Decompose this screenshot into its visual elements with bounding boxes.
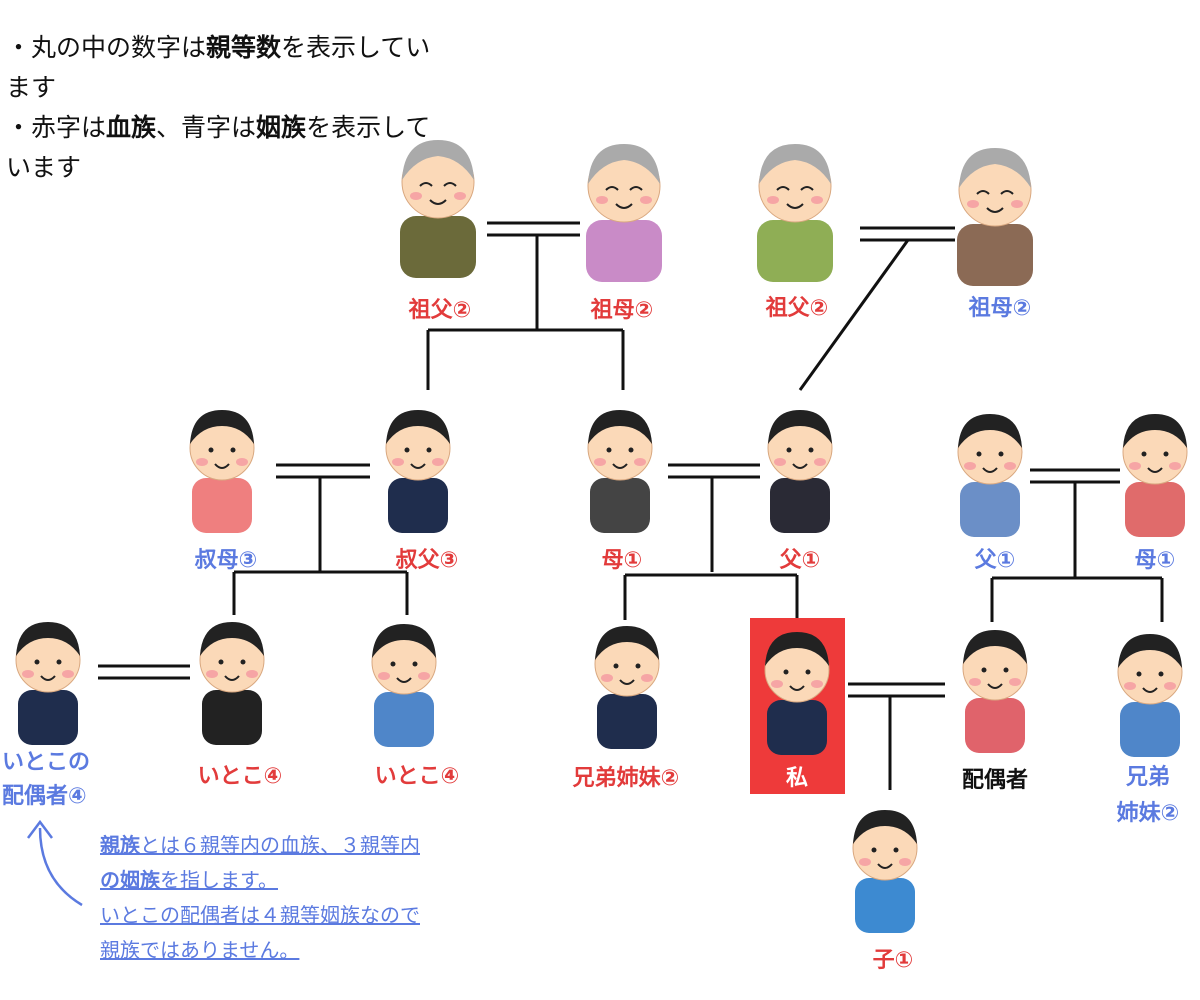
note-line2-bold1: 血族	[106, 113, 157, 142]
person-spouse	[962, 629, 1028, 754]
person-uncle	[385, 409, 451, 534]
person-mother-in-law	[1122, 413, 1188, 538]
bottom-note-bold1: 親族	[100, 833, 140, 857]
bottom-note-bold2: の姻族	[100, 868, 160, 892]
person-grandfather-paternal	[756, 143, 834, 283]
person-child	[852, 809, 918, 934]
person-sibling-in-law	[1117, 633, 1183, 758]
person-grandfather-maternal	[399, 139, 477, 279]
tree-lines	[98, 221, 1164, 790]
label-father: 父①	[779, 548, 821, 573]
note-line1-bold: 親等数	[206, 33, 282, 62]
legend-note: ・丸の中の数字は親等数を表示しています ・赤字は血族、青字は姻族を表示しています	[6, 28, 446, 188]
arrow-head-icon	[27, 819, 53, 839]
label-uncle: 叔父③	[395, 548, 459, 573]
label-cousin-spouse-line2: 配偶者④	[2, 784, 87, 809]
label-grandmother-paternal: 祖母②	[968, 296, 1032, 321]
note-line2-post: を表示しています	[6, 113, 431, 182]
person-grandmother-maternal	[585, 143, 663, 283]
label-mother: 母①	[601, 548, 643, 573]
label-grandfather-paternal: 祖父②	[765, 296, 829, 321]
label-father-in-law: 父①	[974, 548, 1016, 573]
kinship-definition-note: 親族とは６親等内の血族、３親等内 の姻族を指します。 いとこの配偶者は４親等姻族…	[100, 828, 520, 968]
bottom-note-l2: を指します。	[160, 868, 278, 892]
note-line1-pre: ・丸の中の数字は	[6, 33, 207, 62]
label-cousin-spouse: いとこの 配偶者④	[2, 746, 90, 814]
person-sibling	[594, 625, 660, 750]
label-spouse: 配偶者	[961, 768, 1029, 793]
person-father	[767, 409, 833, 534]
label-child: 子①	[872, 948, 914, 973]
person-mother	[587, 409, 653, 534]
label-cousin-female: いとこ④	[197, 764, 283, 789]
person-aunt	[189, 409, 255, 534]
note-line1-post: を表示しています	[6, 33, 431, 102]
label-mother-in-law: 母①	[1134, 548, 1176, 573]
person-cousin-spouse	[15, 621, 81, 746]
label-cousin-spouse-line1: いとこの	[2, 750, 91, 775]
bottom-note-l3: いとこの配偶者は４親等姻族なので	[100, 903, 420, 927]
person-cousin-male	[371, 623, 437, 748]
bottom-note-l1: とは６親等内の血族、３親等内	[140, 833, 420, 857]
label-aunt: 叔母③	[194, 548, 258, 573]
person-cousin-female	[199, 621, 265, 746]
bottom-note-l4: 親族ではありません。	[100, 938, 300, 962]
label-sibling-in-law: 兄弟 姉妹②	[1117, 760, 1180, 832]
person-father-in-law	[957, 413, 1023, 538]
label-sibling-in-law-line1: 兄弟	[1125, 765, 1171, 790]
label-sibling: 兄弟姉妹②	[572, 766, 680, 791]
label-me: 私	[785, 766, 809, 791]
label-sibling-in-law-line2: 姉妹②	[1116, 801, 1180, 826]
arrow-curve	[38, 827, 83, 907]
person-grandmother-paternal	[956, 147, 1034, 287]
person-me	[764, 631, 830, 756]
note-line2-mid: 、青字は	[156, 113, 257, 142]
label-cousin-male: いとこ④	[374, 764, 460, 789]
note-line2-pre: ・赤字は	[6, 113, 107, 142]
label-grandmother-maternal: 祖母②	[590, 298, 654, 323]
label-grandfather-maternal: 祖父②	[408, 298, 472, 323]
note-line2-bold2: 姻族	[256, 113, 307, 142]
